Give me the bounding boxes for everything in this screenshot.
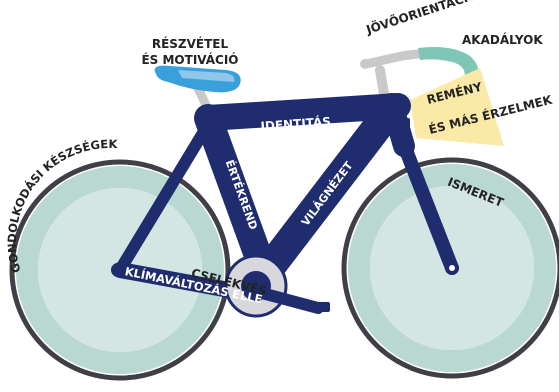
seat-stay (114, 122, 212, 276)
front-wheel-ring (348, 164, 556, 372)
seat-label-line2: ÉS MOTIVÁCIÓ (141, 52, 238, 67)
rear-wheel-ring (16, 166, 224, 374)
handlebar-end-cap (360, 59, 370, 69)
rear-tire (9, 159, 231, 381)
front-hub-center (449, 265, 455, 271)
lamp-beam (410, 68, 504, 146)
seat-highlight (178, 70, 235, 82)
handlebar-top-label: JÖVŐORIENTÁCIÓ (363, 0, 479, 37)
seat-tube (194, 104, 278, 286)
seat-label-line1: RÉSZVÉTEL (152, 36, 229, 51)
rear-hub (111, 263, 125, 277)
top-tube-label: IDENTITÁS (260, 114, 331, 134)
crank-arm (252, 286, 324, 314)
handlebar-side-label: AKADÁLYOK (462, 32, 543, 47)
front-tire (341, 157, 559, 379)
top-tube (195, 93, 411, 131)
fork (395, 133, 459, 275)
down-tube (253, 93, 407, 285)
crankset (224, 254, 330, 318)
pedal (314, 302, 330, 312)
